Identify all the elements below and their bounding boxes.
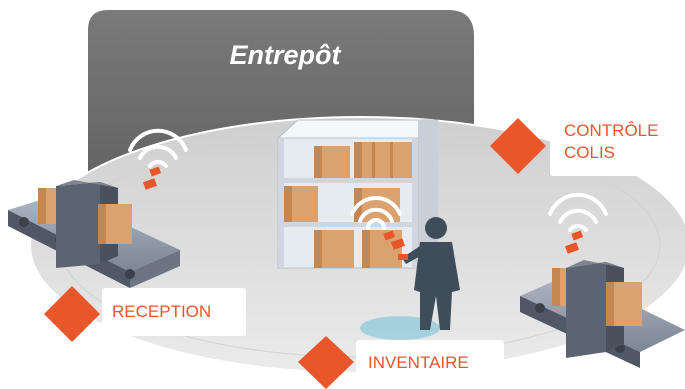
rfid-signal-icon: [128, 128, 188, 168]
package-control-label: CONTRÔLE COLIS: [550, 116, 685, 176]
worker-figure: [360, 217, 460, 340]
reception-label-text: RECEPTION: [112, 302, 212, 321]
diamond-marker-icon: [44, 286, 100, 342]
warehouse-title: Entrepôt: [229, 40, 341, 70]
control-conveyor: [520, 260, 685, 368]
reception-conveyor: [8, 180, 180, 288]
reception-label: RECEPTION: [102, 288, 246, 336]
package-control-label-line2: COLIS: [564, 143, 616, 162]
inventory-label: INVENTAIRE: [356, 340, 504, 384]
rfid-tag-icon: [142, 166, 162, 190]
inventory-label-text: INVENTAIRE: [368, 353, 469, 372]
diamond-marker-icon: [490, 118, 546, 174]
rfid-signal-icon: [548, 192, 608, 232]
rfid-tag-icon: [383, 230, 406, 250]
package-control-label-line1: CONTRÔLE: [564, 121, 659, 140]
diamond-marker-icon: [298, 336, 354, 389]
rfid-signal-icon: [350, 196, 402, 230]
rfid-tag-icon: [564, 230, 584, 254]
shelf-unit: [276, 119, 440, 269]
